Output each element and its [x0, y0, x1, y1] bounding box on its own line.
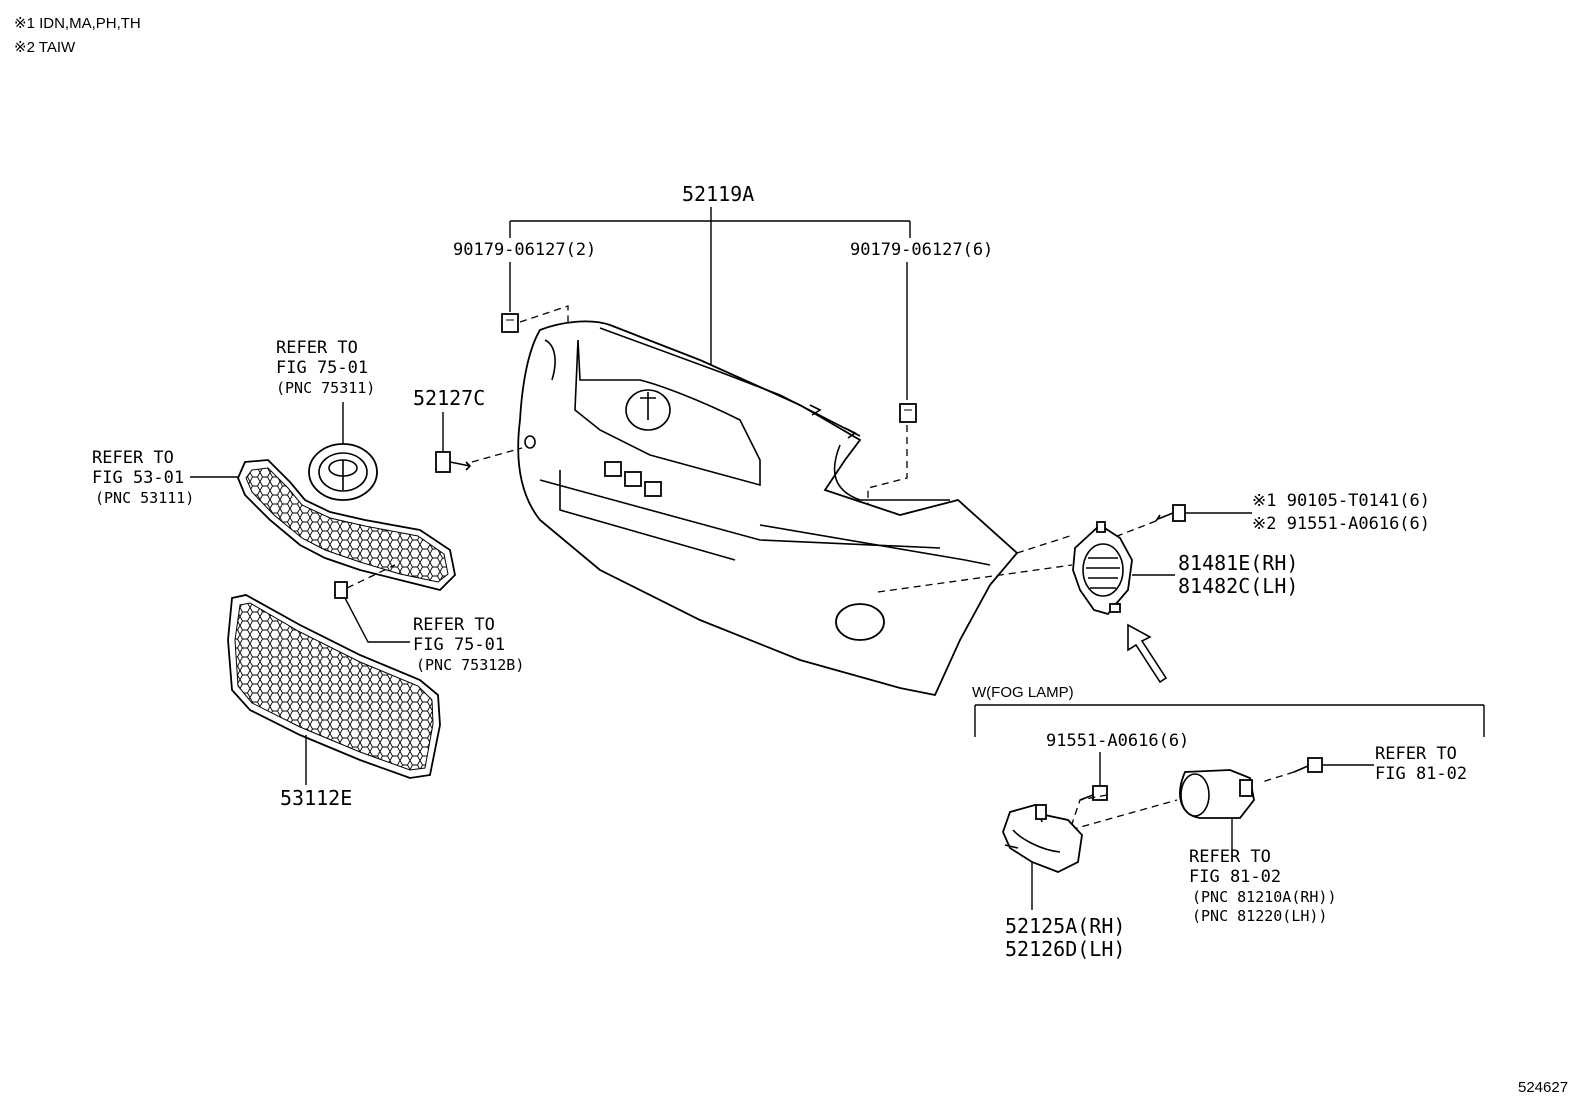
retainer-dashline-2 — [877, 564, 1073, 593]
note-1: ※1 IDN,MA,PH,TH — [14, 15, 141, 32]
lower-ref-leader — [344, 597, 410, 643]
label-fog-cover-lh[interactable]: 52126D(LH) — [1005, 937, 1125, 961]
clip-left-icon — [501, 313, 519, 333]
label-bracket-52127c[interactable]: 52127C — [413, 386, 485, 410]
label-lower-ref-3: (PNC 75312B) — [416, 656, 524, 674]
label-fog-lamp-ref-1: REFER TO — [1189, 847, 1271, 867]
label-lower-ref-2[interactable]: FIG 75-01 — [413, 635, 505, 655]
upper-grille-icon — [237, 459, 456, 591]
lower-grille-icon — [227, 594, 441, 779]
label-screw-2[interactable]: ※2 91551-A0616(6) — [1252, 514, 1430, 534]
clip-right-icon — [899, 403, 917, 423]
lower-clip-dashline — [346, 564, 396, 589]
fog-bolt-icon — [1293, 757, 1323, 773]
front-bumper-cover — [517, 320, 1019, 697]
label-lower-grille[interactable]: 53112E — [280, 786, 352, 810]
note-2: ※2 TAIW — [14, 39, 76, 56]
label-grille-ref-2[interactable]: FIG 53-01 — [92, 468, 184, 488]
retainer-icon — [1072, 521, 1133, 616]
label-grille-ref-1: REFER TO — [92, 448, 174, 468]
label-clip-left[interactable]: 90179-06127(2) — [453, 240, 596, 260]
label-fog-group: W(FOG LAMP) — [972, 684, 1074, 701]
label-fog-lamp-ref-2[interactable]: FIG 81-02 — [1189, 867, 1281, 887]
label-screw-1[interactable]: ※1 90105-T0141(6) — [1252, 491, 1430, 511]
label-grille-ref-3: (PNC 53111) — [95, 489, 194, 507]
bracket-dashline — [471, 447, 523, 463]
label-fog-ref-1: REFER TO — [1375, 744, 1457, 764]
emblem-icon — [308, 443, 378, 501]
label-retainer-lh[interactable]: 81482C(LH) — [1178, 574, 1298, 598]
label-fog-screw[interactable]: 91551-A0616(6) — [1046, 731, 1189, 751]
label-clip-right[interactable]: 90179-06127(6) — [850, 240, 993, 260]
label-lower-ref-1: REFER TO — [413, 615, 495, 635]
label-fog-lamp-ref-3: (PNC 81210A(RH)) — [1192, 888, 1337, 906]
retainer-dashline-1 — [1016, 534, 1074, 554]
label-fog-lamp-ref-4: (PNC 81220(LH)) — [1192, 907, 1327, 925]
label-bumper-cover[interactable]: 52119A — [682, 182, 754, 206]
label-emblem-ref-1: REFER TO — [276, 338, 358, 358]
view-arrow-icon — [1127, 623, 1168, 684]
screw-icon — [1155, 504, 1186, 522]
screw-dashline — [1111, 520, 1157, 539]
label-emblem-ref-3: (PNC 75311) — [276, 379, 375, 397]
fog-bolt-dashline — [1261, 771, 1295, 783]
label-emblem-ref-2[interactable]: FIG 75-01 — [276, 358, 368, 378]
bumper-bracket-lines — [509, 207, 911, 400]
fog-lamp-dashline — [1068, 794, 1178, 831]
label-fog-ref-2[interactable]: FIG 81-02 — [1375, 764, 1467, 784]
fog-cover-icon — [1002, 803, 1083, 873]
label-fog-cover-rh[interactable]: 52125A(RH) — [1005, 914, 1125, 938]
fog-group-bracket — [974, 704, 1485, 737]
figure-number: 524627 — [1518, 1079, 1568, 1096]
bracket-52127c-icon — [435, 451, 472, 473]
fog-lamp-icon — [1179, 769, 1255, 819]
lower-clip-icon — [334, 581, 348, 599]
label-retainer-rh[interactable]: 81481E(RH) — [1178, 551, 1298, 575]
